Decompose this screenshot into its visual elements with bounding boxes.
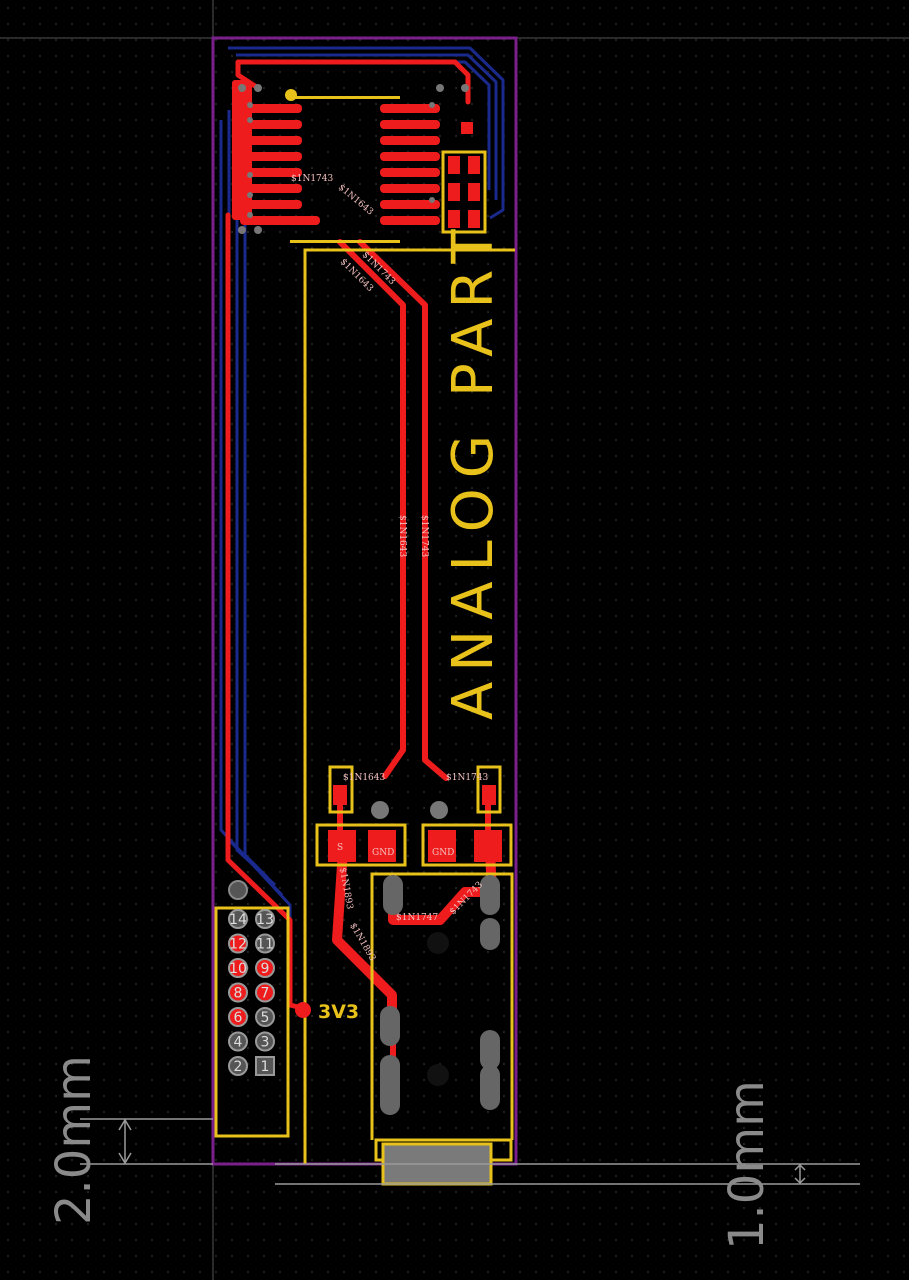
header-pin-label: 1 <box>261 1059 270 1075</box>
pin-header-silkscreen <box>214 906 290 1138</box>
header-pin-label: 3 <box>261 1035 270 1051</box>
header-pin-4[interactable] <box>228 1031 248 1052</box>
net-label-1743: $1N1743 <box>419 515 429 558</box>
header-pin-label: 9 <box>261 961 270 977</box>
header-pin-9[interactable] <box>255 958 275 978</box>
audio-jack-footprint[interactable]: $1N1747 $1N1743 $1N1893 $1N1893 <box>337 867 514 1186</box>
header-pin-label: 14 <box>229 912 247 928</box>
mid-connectors[interactable]: $1N1643 $1N1743 GND GND S <box>315 765 513 867</box>
header-pin-label: 2 <box>234 1059 243 1075</box>
header-pin-7[interactable] <box>255 982 275 1003</box>
ic-silkscreen-line <box>290 240 400 243</box>
dimension-left: 2.0mm <box>46 1055 213 1225</box>
dimension-right-label: 1.0mm <box>719 1080 775 1250</box>
net-label-1643: $1N1643 <box>397 515 407 558</box>
gnd-label: GND <box>432 848 454 858</box>
via <box>430 801 448 819</box>
header-pin-label: 11 <box>256 937 274 953</box>
header-pin-10[interactable] <box>228 958 248 978</box>
header-pin-13[interactable] <box>255 909 275 929</box>
silkscreen-title: ANALOG PART <box>441 219 506 720</box>
testpoint-3v3[interactable] <box>295 1002 311 1018</box>
net-label-1743: $1N1743 <box>446 773 489 783</box>
ic-silkscreen-line <box>290 96 400 99</box>
header-pin-label: 5 <box>261 1010 270 1026</box>
ic-footprint[interactable] <box>232 80 487 243</box>
net-label-1747: $1N1747 <box>396 913 439 923</box>
header-pin-label: 7 <box>261 986 270 1002</box>
header-pin-label: 8 <box>234 986 243 1002</box>
net-label-1643: $1N1643 <box>336 183 375 218</box>
dimension-right: 1.0mm <box>275 1080 860 1250</box>
pin1-marker <box>285 89 297 101</box>
header-pin-label: 10 <box>229 961 247 977</box>
header-pin-label: 6 <box>234 1010 243 1026</box>
header-pin-12[interactable] <box>228 933 248 954</box>
gnd-label: GND <box>372 848 394 858</box>
analog-part-silkscreen-outline <box>303 248 515 1164</box>
header-pin-8[interactable] <box>228 982 248 1003</box>
header-pin-11[interactable] <box>255 933 275 954</box>
power-label-3v3: 3V3 <box>318 1001 359 1023</box>
net-label-1643: $1N1643 <box>343 773 386 783</box>
header-pin-3[interactable] <box>255 1031 275 1052</box>
header-pin-label: 13 <box>256 912 274 928</box>
header-pin-5[interactable] <box>255 1007 275 1027</box>
via <box>371 801 389 819</box>
dimension-left-label: 2.0mm <box>46 1055 102 1225</box>
header-pin-2[interactable] <box>228 1056 248 1076</box>
header-pin-14[interactable] <box>228 909 248 929</box>
header-pin-6[interactable] <box>228 1007 248 1027</box>
header-pin-1[interactable] <box>255 1056 275 1076</box>
header-pin-label: 12 <box>229 937 247 953</box>
header-pin-label: 4 <box>234 1035 243 1051</box>
net-label-1743: $1N1743 <box>291 174 334 184</box>
s-label: S <box>337 843 343 853</box>
